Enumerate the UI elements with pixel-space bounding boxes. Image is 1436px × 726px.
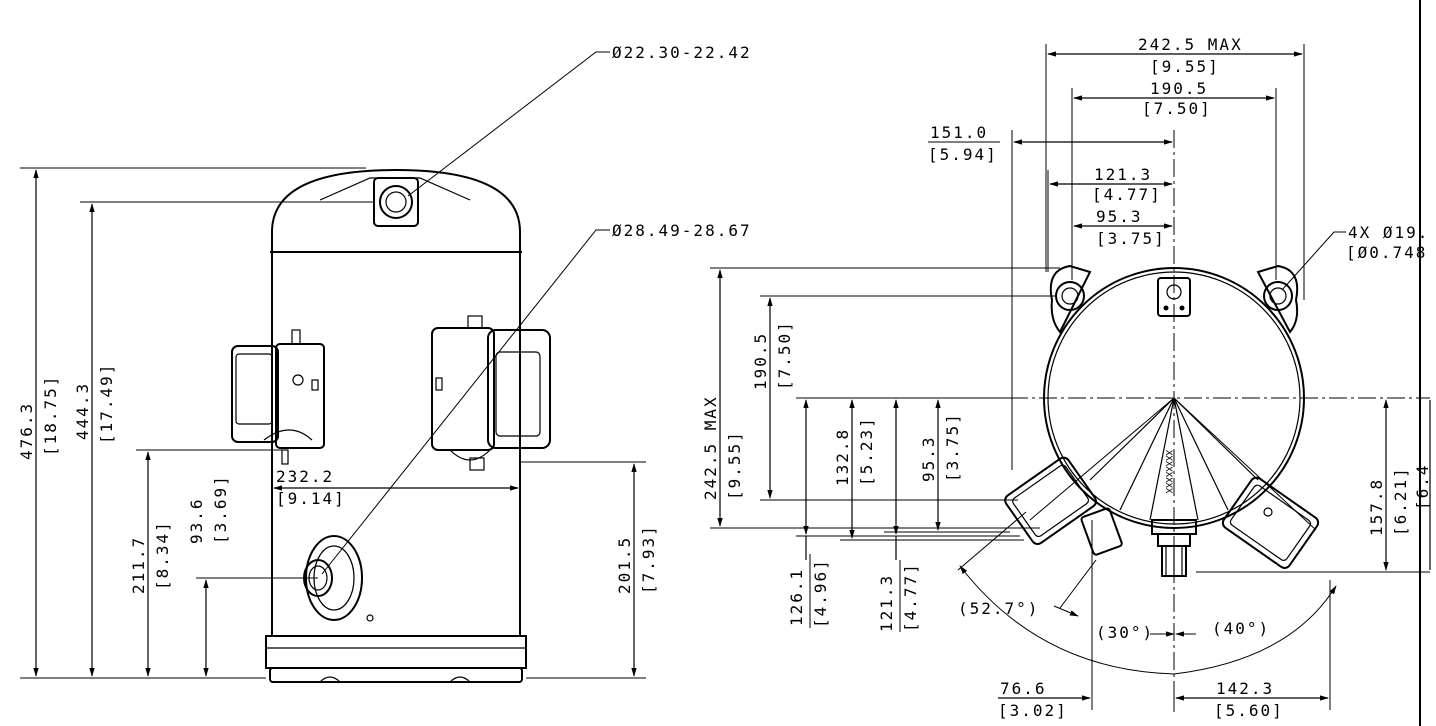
side-pipe-height-mm: 93.6 [187,497,206,544]
holes-mm: 4X Ø19. [1348,223,1429,242]
half-a-in: [4.77] [1092,185,1162,204]
total-height-in: [18.75] [41,375,60,456]
angle-52: (52.7°) [958,599,1039,618]
v-132-mm: 132.8 [833,428,852,486]
v-157-mm: 157.8 [1367,478,1386,536]
v-max-mm: 242.5 MAX [701,395,720,500]
shell-width-in: [9.14] [276,489,346,508]
leader-top-pipe [407,51,610,197]
half-b-mm: 95.3 [1096,207,1143,226]
left-ext-in: [5.94] [928,145,998,164]
bottom-left-in: [3.02] [998,701,1068,720]
side-pipe-height-in: [3.69] [211,474,230,544]
top-fitting-plan [1157,277,1191,317]
box-height-mm: 211.7 [129,536,148,594]
v-126-in: [4.96] [811,558,830,628]
v-126-mm: 126.1 [787,568,806,626]
overall-width-in: [9.55] [1150,57,1220,76]
total-height-mm: 476.3 [17,402,36,460]
shell-circle [1043,267,1305,529]
compressor-dome [271,168,521,233]
shell-width-mm: 232.2 [276,467,334,486]
angle-40: (40°) [1212,619,1270,638]
v-cut-in: [6.4 [1413,463,1432,510]
right-box-plan [1221,476,1320,569]
v-max-in: [9.55] [725,430,744,500]
side-pipe-diameter: Ø28.49-28.67 [612,221,752,240]
bottom-left-mm: 76.6 [1000,679,1047,698]
v-95-in: [3.75] [943,412,962,482]
v-121-in: [4.77] [901,562,920,632]
mount-lug-left [1049,264,1092,334]
v-mount-mm: 190.5 [751,332,770,390]
model-marking: XXXXXXXX [1163,450,1173,494]
half-a-mm: 121.3 [1094,165,1152,184]
holes-in: [Ø0.748 [1346,243,1427,262]
bottom-right-mm: 142.3 [1216,679,1274,698]
v-157-in: [6.21] [1391,466,1410,536]
mount-spacing-in: [7.50] [1142,99,1212,118]
mount-spacing-mm: 190.5 [1150,79,1208,98]
top-pipe-height-in: [17.49] [97,363,116,444]
left-box-plan [1004,456,1097,546]
angle-30: (30°) [1096,623,1154,642]
top-view: XXXXXXXX [701,0,1432,726]
mount-lug-right [1256,264,1299,334]
leader-side-pipe [321,229,610,575]
half-b-in: [3.75] [1096,229,1166,248]
right-box-height-in: [7.93] [639,524,658,594]
right-box-height-mm: 201.5 [615,536,634,594]
right-terminal-box [431,315,551,471]
box-height-in: [8.34] [153,520,172,590]
v-95-mm: 95.3 [919,435,938,482]
overall-width-mm: 242.5 MAX [1138,35,1243,54]
bottom-right-in: [5.60] [1214,701,1284,720]
v-121-mm: 121.3 [877,574,896,632]
left-terminal-box [231,329,325,465]
top-pipe-height-mm: 444.3 [73,382,92,440]
compressor-base [265,635,527,669]
v-132-in: [5.23] [857,416,876,486]
v-mount-in: [7.50] [775,320,794,390]
front-view: Ø22.30-22.42 Ø28.49-28.67 476.3 [18.75] … [17,43,752,683]
left-ext-mm: 151.0 [930,123,988,142]
top-pipe-diameter: Ø22.30-22.42 [612,43,752,62]
